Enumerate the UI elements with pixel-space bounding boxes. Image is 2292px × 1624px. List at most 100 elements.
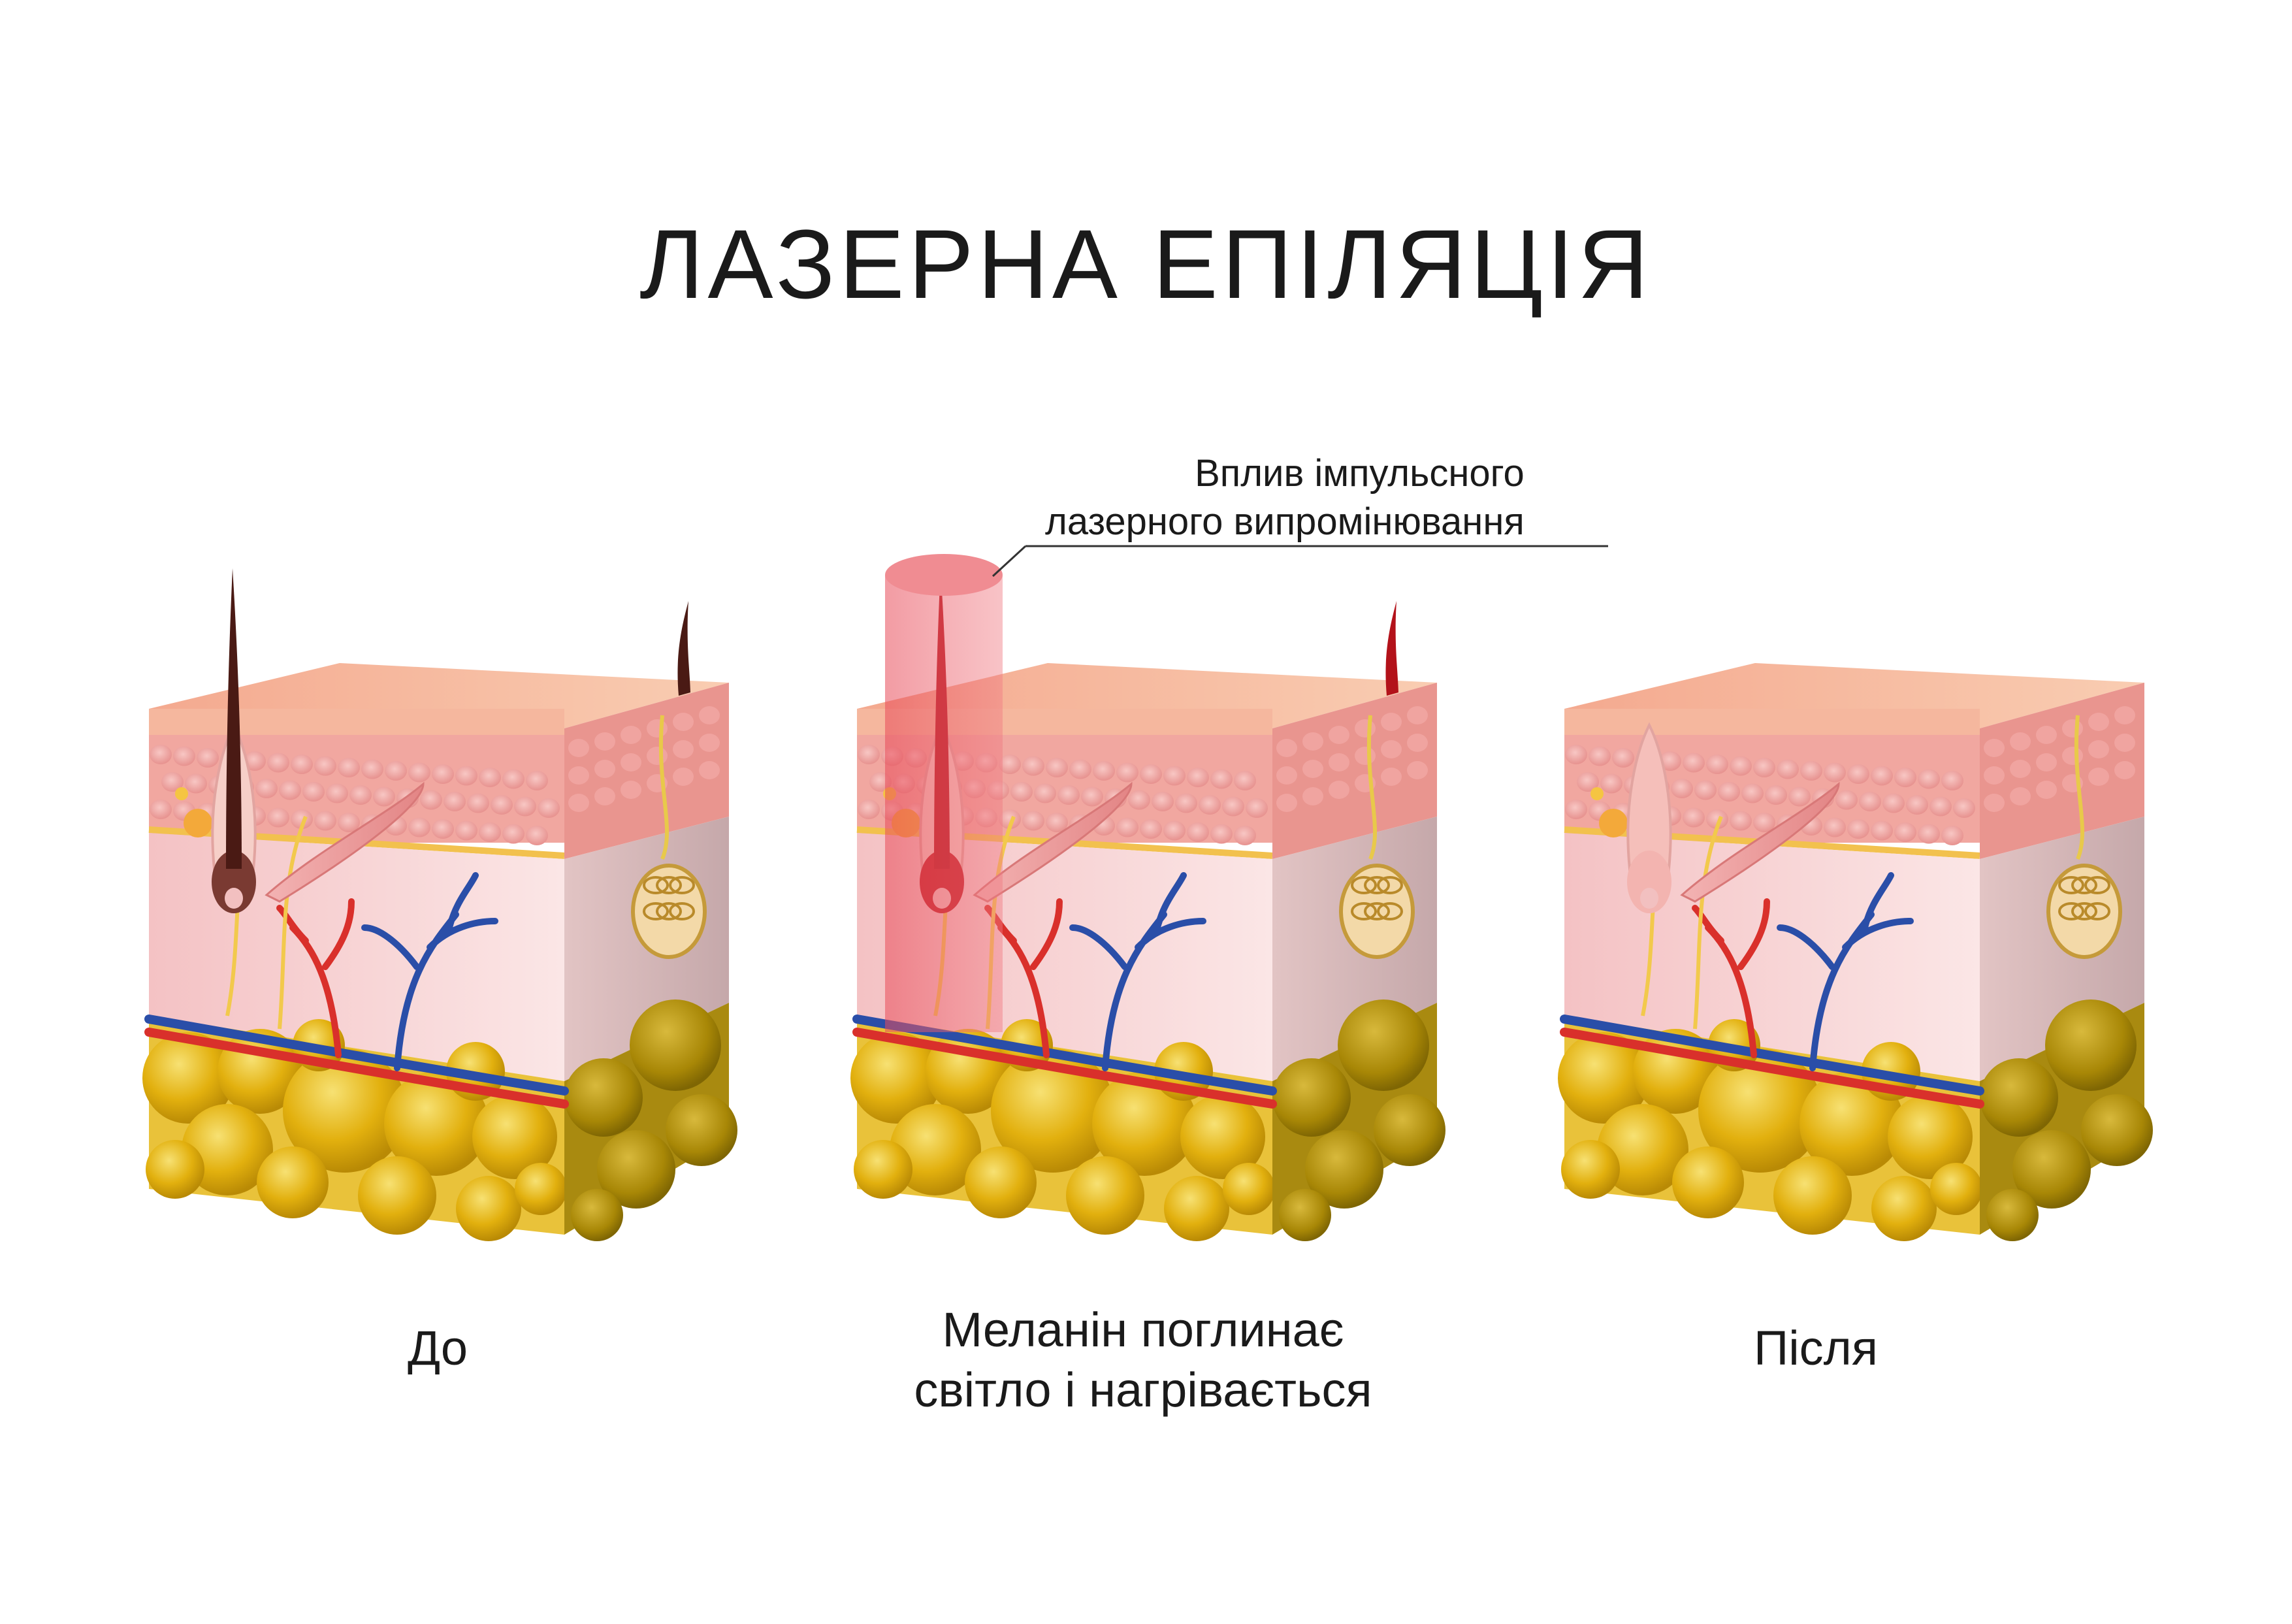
fat-cell: [472, 1094, 557, 1179]
fat-cell: [890, 1104, 981, 1195]
fat-cell: [456, 1176, 521, 1241]
artery-branches: [276, 898, 355, 1058]
main-artery: [1560, 1028, 1984, 1109]
epidermis-cell: [444, 792, 466, 811]
epidermis-cell: [1871, 820, 1893, 841]
side-cell: [1329, 726, 1349, 744]
side-fat-cell: [2045, 999, 2137, 1091]
side-fat-cell: [1279, 1189, 1331, 1241]
epidermis-cell: [1222, 796, 1244, 817]
blood-vessels: [144, 872, 569, 1109]
sweat-gland: [631, 715, 707, 959]
fat-cell: [1180, 1094, 1265, 1179]
epidermis-cell: [1612, 748, 1634, 768]
fat-cell: [1164, 1176, 1229, 1241]
epidermis-cell: [1882, 793, 1905, 813]
laser-beam-top: [885, 554, 1003, 596]
side-cell: [568, 766, 589, 785]
side-cell: [2088, 740, 2109, 758]
epidermis-cell: [1069, 759, 1091, 779]
side-cell: [2088, 713, 2109, 731]
side-cell: [594, 732, 615, 751]
epidermis-cell: [279, 780, 301, 800]
epidermis-cell: [1871, 766, 1893, 786]
fat-cell: [1597, 1104, 1688, 1195]
epidermis-cell: [1941, 771, 1963, 790]
gland-loop: [2071, 902, 2097, 920]
skin-block-after: [1558, 663, 2153, 1241]
epidermis-cell: [1565, 745, 1587, 764]
epidermis-cell: [1753, 813, 1775, 832]
fat-cell: [515, 1163, 567, 1215]
epidermis-cell: [1577, 772, 1599, 792]
epidermis-cell: [999, 809, 1021, 829]
epidermis-cell: [244, 751, 266, 771]
side-cell: [1276, 794, 1297, 812]
epidermis-cell: [1022, 756, 1044, 776]
epidermis-cell: [1187, 768, 1209, 787]
gland-loop: [656, 876, 682, 894]
side-cell: [594, 760, 615, 778]
epidermis-cell: [255, 779, 278, 798]
epidermis-cell: [173, 746, 195, 766]
gland-loop: [669, 902, 695, 920]
epidermis-cell: [1210, 824, 1233, 844]
side-cell: [2010, 732, 2031, 751]
side-fat-cell: [666, 1094, 737, 1166]
arrector-pili-muscle: [265, 781, 425, 903]
side-fat-cell: [2012, 1130, 2091, 1209]
side-cell: [1984, 739, 2005, 757]
epidermis-cell: [1152, 792, 1174, 811]
side-cell: [1407, 734, 1428, 752]
side-cell: [2036, 726, 2057, 744]
epidermis-cell: [1730, 756, 1752, 776]
skin-blocks: [142, 568, 2153, 1241]
epidermis-cell: [326, 783, 348, 804]
side-face: [1272, 601, 1445, 1241]
epidermis-cell: [491, 795, 513, 815]
sebaceous-droplet: [1590, 787, 1604, 800]
epidermis-cell: [1894, 768, 1916, 787]
epidermis-cell: [1824, 817, 1846, 837]
side-cell: [673, 768, 694, 786]
side-cell: [1381, 740, 1402, 758]
gland-loop: [1351, 902, 1377, 920]
epidermis-cell: [385, 761, 407, 781]
epidermis-cell: [1081, 787, 1103, 807]
caption-during-line-1: Меланін поглинає: [942, 1303, 1344, 1357]
gland-loop: [1377, 902, 1403, 920]
dermal-papilla: [1640, 888, 1658, 909]
side-cell: [1302, 732, 1323, 751]
epidermis-cell: [1741, 783, 1764, 804]
epidermis-cell: [150, 745, 172, 764]
side-fat-cell: [1305, 1130, 1383, 1209]
arrector-pili-muscle: [1680, 781, 1840, 903]
epidermis-cell: [467, 793, 489, 813]
epidermis-cell: [1140, 819, 1162, 839]
epidermis-cell: [1847, 764, 1869, 784]
side-cell: [647, 747, 668, 765]
gland-loop: [1364, 902, 1390, 920]
epidermis-cell: [1941, 826, 1963, 845]
main-vein: [144, 1015, 569, 1096]
gland-loop: [1364, 876, 1390, 894]
side-cell: [1381, 768, 1402, 786]
epidermis-cell: [502, 769, 525, 789]
fat-cell: [182, 1104, 273, 1195]
gland-loop: [669, 876, 695, 894]
epidermis-cell: [1128, 790, 1150, 810]
epidermis-cell: [1093, 761, 1115, 781]
side-cell: [699, 706, 720, 724]
side-cell: [1355, 747, 1376, 765]
sebaceous-gland: [1599, 809, 1628, 837]
fat-cell: [1561, 1140, 1620, 1199]
epidermis-cell: [1010, 782, 1033, 802]
epidermis-cell: [1894, 822, 1916, 842]
side-face: [1980, 683, 2153, 1241]
vein-branches: [1069, 872, 1206, 1071]
caption-after: Після: [1754, 1321, 1878, 1375]
epidermis-cell: [1116, 817, 1138, 837]
epidermis-cell: [408, 817, 430, 837]
side-cell: [1276, 739, 1297, 757]
caption-during: Меланін поглинає світло і нагрівається: [816, 1300, 1470, 1420]
